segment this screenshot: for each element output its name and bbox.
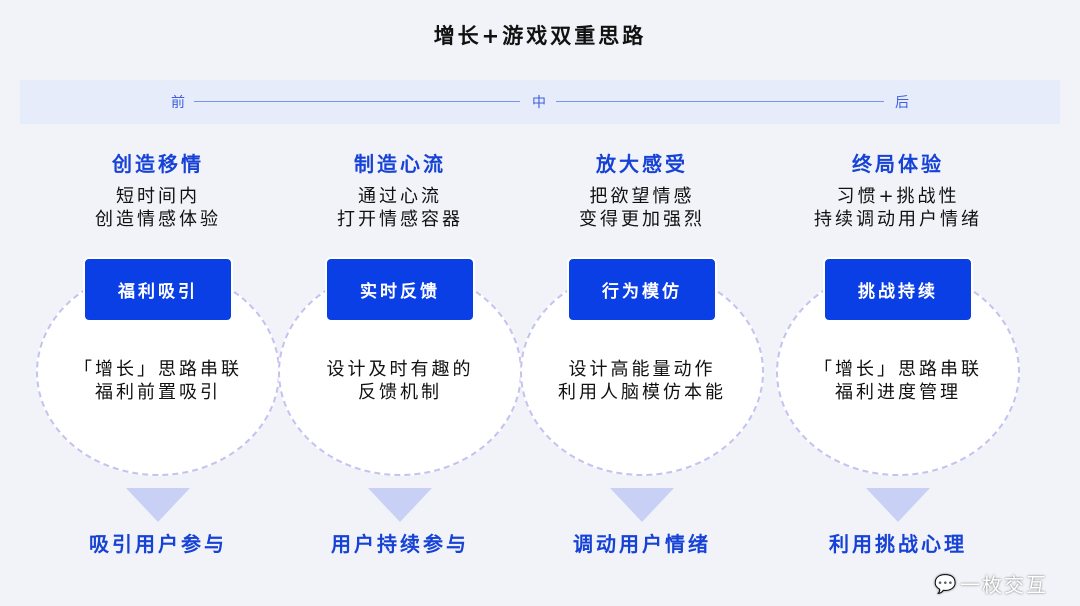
body-line: 反馈机制 [358, 382, 442, 403]
stage-heading: 放大感受 [596, 152, 688, 176]
timeline-band [20, 80, 1060, 124]
diagram-title: 增长+游戏双重思路 [433, 24, 647, 48]
body-line: 利用人脑模仿本能 [558, 382, 726, 403]
stage-outcome: 利用挑战心理 [829, 532, 967, 556]
stage-column: 终局体验 习惯+挑战性持续调动用户情绪 挑战持续 「增长」思路串联福利进度管理 … [776, 0, 1020, 606]
stage-body: 「增长」思路串联福利前置吸引 [40, 358, 276, 404]
stage-column: 放大感受 把欲望情感变得更加强烈 行为模仿 设计高能量动作利用人脑模仿本能 调动… [520, 0, 764, 606]
stage-subtitle: 习惯+挑战性持续调动用户情绪 [780, 185, 1016, 231]
body-line: 「增长」思路串联 [74, 359, 242, 380]
body-line: 设计高能量动作 [568, 359, 716, 380]
stage-circle [776, 268, 1020, 476]
stage-body: 设计高能量动作利用人脑模仿本能 [524, 358, 760, 404]
stage-heading: 制造心流 [354, 152, 446, 176]
subtitle-line: 创造情感体验 [95, 209, 221, 230]
wechat-icon: 💬 [934, 574, 957, 595]
subtitle-line: 通过心流 [358, 186, 442, 207]
stage-subtitle: 把欲望情感变得更加强烈 [524, 185, 760, 231]
stage-circle [278, 268, 522, 476]
stage-heading: 创造移情 [112, 152, 204, 176]
stage-outcome: 吸引用户参与 [89, 532, 227, 556]
timeline-start: 前 [171, 95, 185, 111]
timeline-line [556, 101, 884, 102]
subtitle-line: 习惯+挑战性 [836, 186, 960, 207]
timeline-line [194, 101, 520, 102]
stage-column: 制造心流 通过心流打开情感容器 实时反馈 设计及时有趣的反馈机制 用户持续参与 [278, 0, 522, 606]
down-arrow-icon [610, 488, 674, 522]
body-line: 福利前置吸引 [95, 382, 221, 403]
stage-subtitle: 通过心流打开情感容器 [282, 185, 518, 231]
stage-column: 创造移情 短时间内创造情感体验 福利吸引 「增长」思路串联福利前置吸引 吸引用户… [36, 0, 280, 606]
subtitle-line: 打开情感容器 [337, 209, 463, 230]
stage-subtitle: 短时间内创造情感体验 [40, 185, 276, 231]
down-arrow-icon [126, 488, 190, 522]
subtitle-line: 短时间内 [116, 186, 200, 207]
down-arrow-icon [866, 488, 930, 522]
stage-button[interactable]: 福利吸引 [83, 257, 233, 322]
body-line: 福利进度管理 [835, 382, 961, 403]
watermark: 一枚交互 [960, 573, 1048, 597]
stage-body: 设计及时有趣的反馈机制 [282, 358, 518, 404]
stage-button[interactable]: 挑战持续 [823, 257, 973, 322]
stage-button[interactable]: 行为模仿 [567, 257, 717, 322]
down-arrow-icon [368, 488, 432, 522]
stage-outcome: 用户持续参与 [331, 532, 469, 556]
subtitle-line: 持续调动用户情绪 [814, 209, 982, 230]
stage-button[interactable]: 实时反馈 [325, 257, 475, 322]
stage-heading: 终局体验 [852, 152, 944, 176]
subtitle-line: 把欲望情感 [589, 186, 695, 207]
stage-body: 「增长」思路串联福利进度管理 [780, 358, 1016, 404]
subtitle-line: 变得更加强烈 [579, 209, 705, 230]
body-line: 设计及时有趣的 [326, 359, 474, 380]
timeline-end: 后 [895, 95, 909, 111]
timeline-middle: 中 [532, 95, 546, 111]
body-line: 「增长」思路串联 [814, 359, 982, 380]
stage-outcome: 调动用户情绪 [573, 532, 711, 556]
